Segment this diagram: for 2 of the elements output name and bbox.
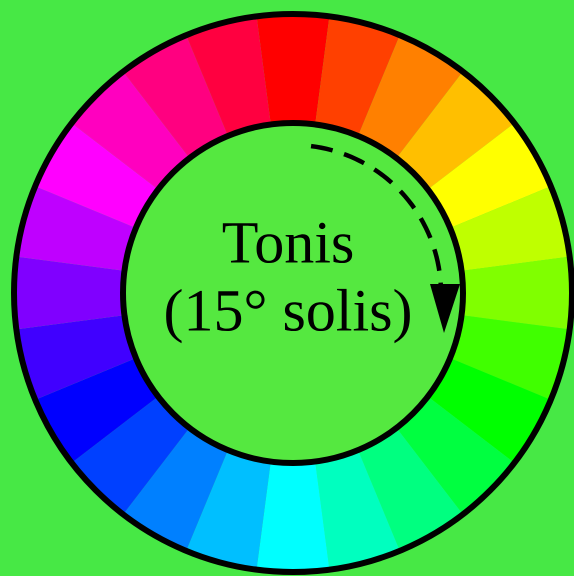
node-text: Tonis (15° solis) bbox=[166, 222, 410, 344]
circle-node bbox=[120, 120, 466, 466]
